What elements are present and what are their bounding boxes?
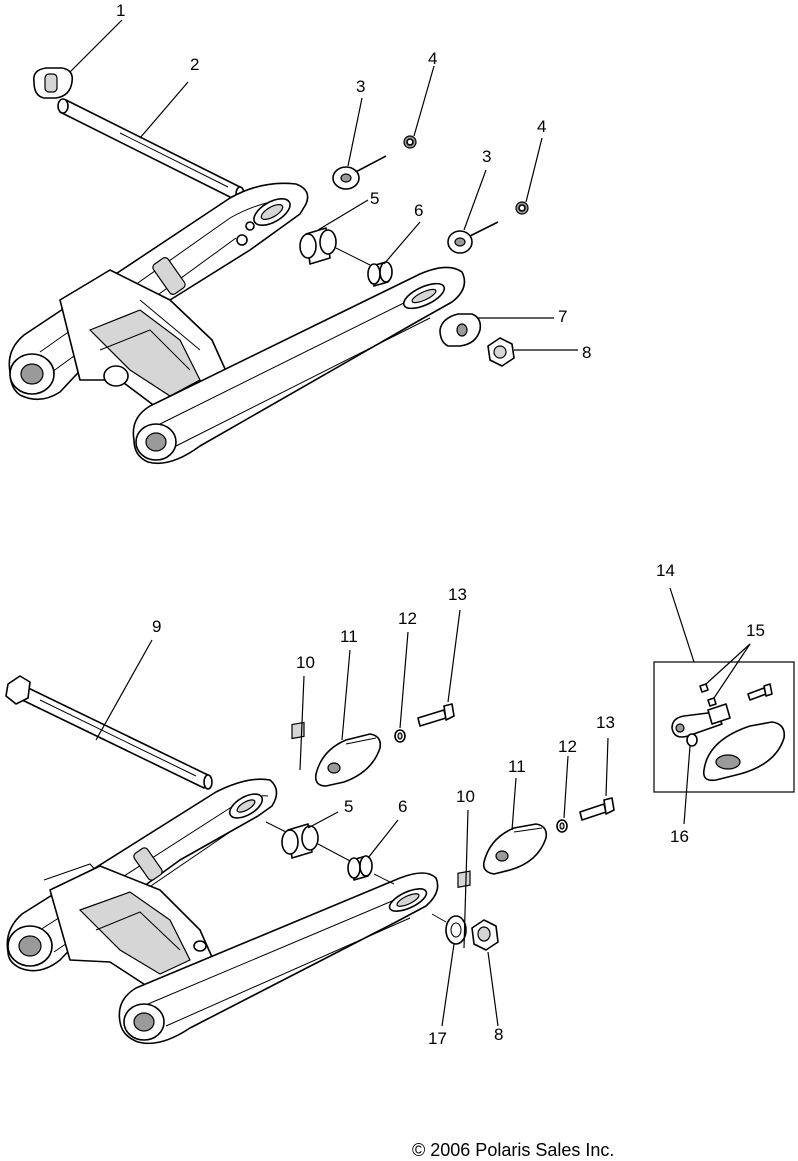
bottom-swingarm-right-arm — [118, 872, 439, 1045]
callout-2: 2 — [190, 55, 199, 74]
part-8-flange-nut — [487, 337, 515, 367]
copyright-notice: © 2006 Polaris Sales Inc. — [412, 1140, 614, 1160]
part-5-spacer — [299, 227, 373, 267]
callout-14: 14 — [656, 561, 675, 580]
callout-5: 5 — [370, 189, 379, 208]
top-assembly — [8, 19, 578, 465]
part-8-flange-nut-bottom — [471, 919, 499, 951]
callout-7: 7 — [558, 307, 567, 326]
bottom-assembly — [5, 587, 795, 1045]
part-1-retainer-plate — [32, 67, 74, 99]
callout-16: 16 — [670, 827, 689, 846]
part-12-washer-a — [394, 729, 406, 743]
part-7-adjuster-plate — [439, 313, 482, 347]
part-11-chain-adjuster-b — [482, 823, 548, 875]
part-11-chain-adjuster-a — [314, 733, 382, 787]
part-9-pivot-bolt — [5, 675, 213, 790]
callout-8: 8 — [494, 1025, 503, 1044]
callout-9: 9 — [152, 617, 161, 636]
callout-11: 11 — [508, 757, 526, 776]
callout-6: 6 — [398, 797, 407, 816]
part-6-bushing — [367, 261, 393, 287]
callout-6: 6 — [414, 201, 423, 220]
part-13-bolt-a — [417, 703, 455, 727]
top-swingarm-cross-member — [59, 269, 231, 421]
top-swingarm-right-arm — [132, 266, 466, 465]
callout-12: 12 — [558, 737, 577, 756]
callout-10: 10 — [456, 787, 475, 806]
part-13-bolt-b — [579, 797, 615, 821]
callout-3: 3 — [356, 77, 365, 96]
part-4-nut-a — [403, 135, 417, 149]
part-17-washer — [431, 913, 467, 945]
part-4-nut-b — [515, 201, 529, 215]
part-3-bolt-b — [447, 221, 499, 254]
callout-12: 12 — [398, 609, 417, 628]
callout-13: 13 — [596, 713, 615, 732]
part-2-pivot-shaft — [57, 98, 245, 202]
part-3-bolt-a — [332, 155, 387, 190]
callout-3: 3 — [482, 147, 491, 166]
callout-13: 13 — [448, 585, 467, 604]
callout-labels: 1 2 3 4 3 4 5 6 7 8 9 10 11 12 13 14 15 … — [116, 1, 765, 1048]
callout-17: 17 — [428, 1029, 447, 1048]
part-10-square-nut-b — [457, 870, 471, 888]
callout-1: 1 — [116, 1, 125, 20]
callout-10: 10 — [296, 653, 315, 672]
callout-8: 8 — [582, 343, 591, 362]
callout-11: 11 — [340, 627, 358, 646]
part-14-detail-box — [653, 661, 795, 793]
bottom-swingarm-cross-member — [49, 865, 217, 997]
callout-4: 4 — [428, 49, 437, 68]
part-6-bushing-bottom — [347, 855, 395, 885]
callout-4: 4 — [537, 117, 546, 136]
part-5-spacer-bottom — [265, 821, 353, 863]
callout-5: 5 — [344, 797, 353, 816]
callout-15: 15 — [746, 621, 765, 640]
part-12-washer-b — [556, 819, 568, 833]
